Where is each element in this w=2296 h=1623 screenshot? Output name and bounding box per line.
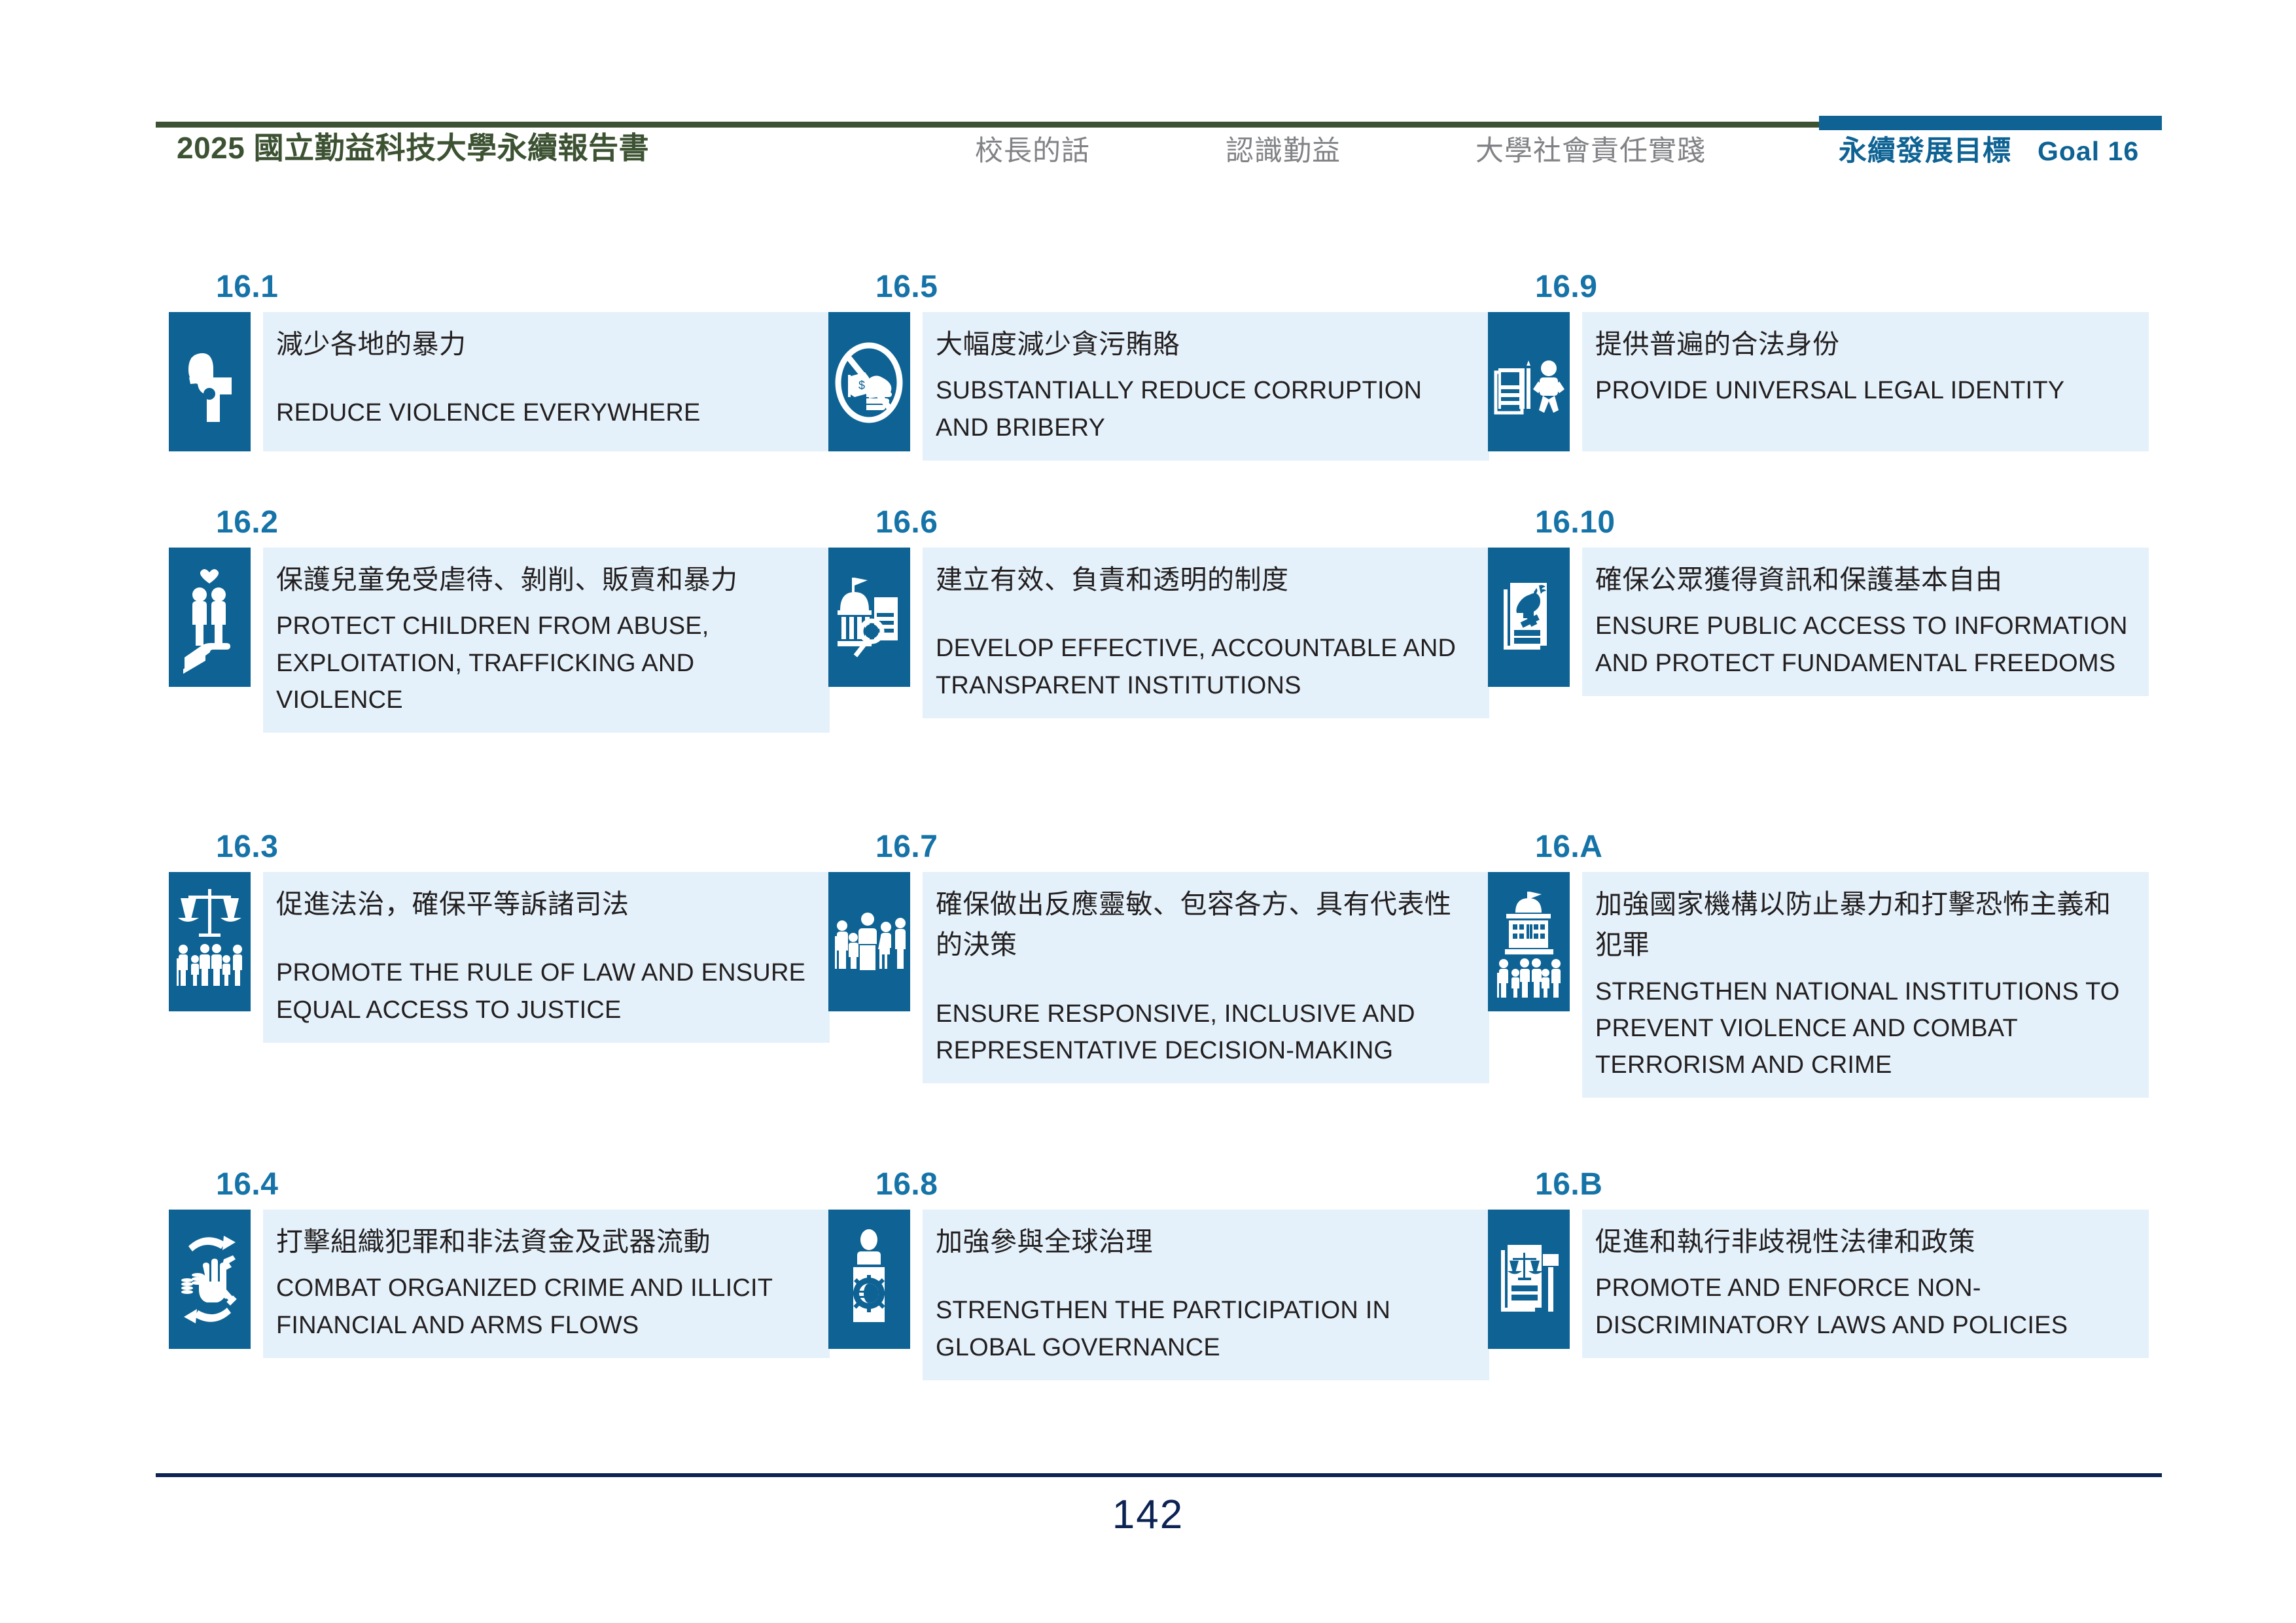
header-active-tab-bar (1819, 116, 2162, 130)
target-zh-16-1: 減少各地的暴力 (276, 329, 467, 359)
target-zh-16-3: 促進法治，確保平等訴諸司法 (276, 889, 629, 919)
svg-text:$: $ (858, 379, 865, 392)
nav-active-goal-label: Goal 16 (2038, 136, 2140, 166)
nav-item-usr-practice[interactable]: 大學社會責任實踐 (1475, 135, 1706, 167)
target-en-16-10: ENSURE PUBLIC ACCESS TO INFORMATION AND … (1595, 612, 2128, 677)
target-number-16-10: 16.10 (1535, 505, 1616, 540)
target-zh-16-5: 大幅度減少貪污賄賂 (936, 329, 1180, 359)
target-en-16-1: REDUCE VIOLENCE EVERYWHERE (276, 399, 701, 427)
target-en-16-b: PROMOTE AND ENFORCE NON-DISCRIMINATORY L… (1595, 1274, 2068, 1339)
target-text-16-4: 打擊組織犯罪和非法資金及武器流動 COMBAT ORGANIZED CRIME … (263, 1210, 830, 1358)
target-en-16-3: PROMOTE THE RULE OF LAW AND ENSURE EQUAL… (276, 959, 806, 1024)
target-zh-16-6: 建立有效、負責和透明的制度 (936, 565, 1289, 595)
target-number-16-9: 16.9 (1535, 270, 1598, 304)
target-zh-16-7: 確保做出反應靈敏、包容各方、具有代表性的決策 (936, 889, 1452, 960)
target-en-16-6: DEVELOP EFFECTIVE, ACCOUNTABLE AND TRANS… (936, 635, 1457, 699)
institution-magnifier-icon (828, 548, 910, 687)
target-en-16-9: PROVIDE UNIVERSAL LEGAL IDENTITY (1595, 377, 2065, 405)
target-number-16-b: 16.B (1535, 1167, 1603, 1202)
target-zh-16-b: 促進和執行非歧視性法律和政策 (1595, 1227, 1975, 1257)
report-title: 2025 國立勤益科技大學永續報告書 (177, 131, 650, 165)
children-in-hand-heart-icon (169, 548, 251, 687)
scales-of-justice-people-icon (169, 872, 251, 1011)
target-number-16-3: 16.3 (216, 829, 279, 864)
target-zh-16-10: 確保公眾獲得資訊和保護基本自由 (1595, 565, 2003, 595)
target-text-16-7: 確保做出反應靈敏、包容各方、具有代表性的決策 ENSURE RESPONSIVE… (923, 872, 1489, 1084)
page-number: 142 (1112, 1492, 1184, 1537)
handgun-icon (169, 312, 251, 451)
nav-active-label: 永續發展目標 (1839, 135, 2011, 167)
target-text-16-3: 促進法治，確保平等訴諸司法 PROMOTE THE RULE OF LAW AN… (263, 872, 830, 1043)
speaker-globe-gear-icon (828, 1210, 910, 1349)
target-text-16-10: 確保公眾獲得資訊和保護基本自由 ENSURE PUBLIC ACCESS TO … (1582, 548, 2149, 696)
target-text-16-9: 提供普遍的合法身份 PROVIDE UNIVERSAL LEGAL IDENTI… (1582, 312, 2149, 451)
target-text-16-6: 建立有效、負責和透明的制度 DEVELOP EFFECTIVE, ACCOUNT… (923, 548, 1489, 718)
podium-people-icon (828, 872, 910, 1011)
target-en-16-a: STRENGTHEN NATIONAL INSTITUTIONS TO PREV… (1595, 977, 2120, 1079)
birth-registration-icon (1488, 312, 1570, 451)
target-text-16-8: 加強參與全球治理 STRENGTHEN THE PARTICIPATION IN… (923, 1210, 1489, 1380)
target-en-16-4: COMBAT ORGANIZED CRIME AND ILLICIT FINAN… (276, 1274, 773, 1339)
nav-item-sdgs-active[interactable]: 永續發展目標 Goal 16 (1839, 128, 2139, 169)
target-text-16-a: 加強國家機構以防止暴力和打擊恐怖主義和犯罪 STRENGTHEN NATIONA… (1582, 872, 2149, 1098)
target-number-16-1: 16.1 (216, 270, 279, 304)
target-text-16-1: 減少各地的暴力 REDUCE VIOLENCE EVERYWHERE (263, 312, 830, 451)
target-number-16-8: 16.8 (875, 1167, 938, 1202)
target-en-16-7: ENSURE RESPONSIVE, INCLUSIVE AND REPRESE… (936, 1000, 1415, 1064)
target-en-16-5: SUBSTANTIALLY REDUCE CORRUPTION AND BRIB… (936, 377, 1422, 442)
footer-divider-rule (156, 1473, 2162, 1477)
target-zh-16-2: 保護兒童免受虐待、剝削、販賣和暴力 (276, 565, 738, 595)
target-en-16-2: PROTECT CHILDREN FROM ABUSE, EXPLOITATIO… (276, 612, 709, 714)
stop-hand-coins-weapons-icon (169, 1210, 251, 1349)
target-text-16-2: 保護兒童免受虐待、剝削、販賣和暴力 PROTECT CHILDREN FROM … (263, 548, 830, 733)
target-text-16-5: 大幅度減少貪污賄賂 SUBSTANTIALLY REDUCE CORRUPTIO… (923, 312, 1489, 461)
target-number-16-6: 16.6 (875, 505, 938, 540)
scales-gavel-document-icon (1488, 1210, 1570, 1349)
target-en-16-8: STRENGTHEN THE PARTICIPATION IN GLOBAL G… (936, 1297, 1391, 1361)
header-divider-rule (156, 122, 1819, 128)
target-number-16-2: 16.2 (216, 505, 279, 540)
target-number-16-4: 16.4 (216, 1167, 279, 1202)
target-zh-16-a: 加強國家機構以防止暴力和打擊恐怖主義和犯罪 (1595, 889, 2111, 960)
no-bribery-icon: $ (828, 312, 910, 451)
target-number-16-5: 16.5 (875, 270, 938, 304)
target-text-16-b: 促進和執行非歧視性法律和政策 PROMOTE AND ENFORCE NON-D… (1582, 1210, 2149, 1358)
capitol-family-icon (1488, 872, 1570, 1011)
nav-item-about-ncut[interactable]: 認識勤益 (1226, 135, 1341, 167)
target-zh-16-9: 提供普遍的合法身份 (1595, 329, 1840, 359)
dove-gavel-document-icon (1488, 548, 1570, 687)
target-zh-16-4: 打擊組織犯罪和非法資金及武器流動 (276, 1227, 711, 1257)
nav-item-presidents-message[interactable]: 校長的話 (975, 135, 1090, 167)
page-header: 2025 國立勤益科技大學永續報告書 校長的話 認識勤益 大學社會責任實踐 永續… (0, 0, 2296, 196)
target-number-16-7: 16.7 (875, 829, 938, 864)
target-zh-16-8: 加強參與全球治理 (936, 1227, 1153, 1257)
target-number-16-a: 16.A (1535, 829, 1603, 864)
section-nav: 校長的話 認識勤益 大學社會責任實踐 永續發展目標 Goal 16 (975, 128, 2166, 174)
